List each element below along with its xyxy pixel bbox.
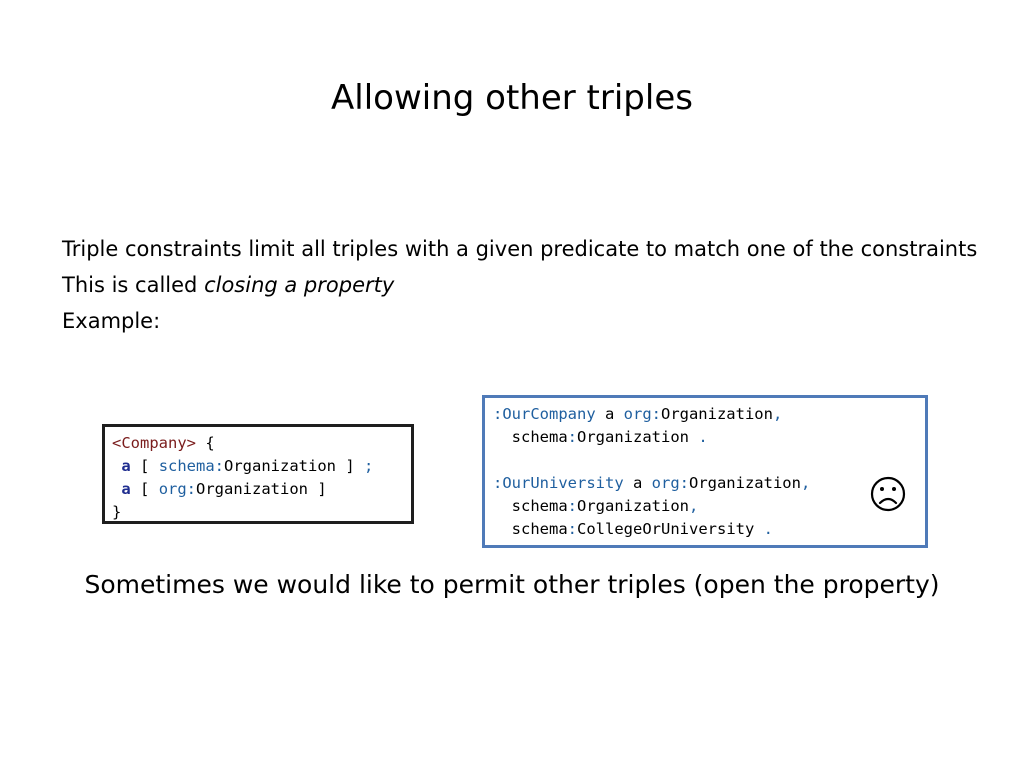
code-token: . xyxy=(689,428,708,446)
code-token: ] xyxy=(336,457,364,475)
code-prefix: : xyxy=(567,497,578,515)
bullet-list: Triple constraints limit all triples wit… xyxy=(62,236,982,344)
shape-label: <Company> xyxy=(112,434,196,452)
code-prefix: : xyxy=(567,428,578,446)
code-token: CollegeOrUniversity xyxy=(577,520,755,538)
code-keyword: a xyxy=(121,480,131,498)
code-token: a xyxy=(623,474,652,492)
code-token: . xyxy=(754,520,773,538)
code-subject: :OurCompany xyxy=(493,405,596,423)
code-token: { xyxy=(196,434,215,452)
code-prefix: org: xyxy=(158,480,197,498)
code-token: Organization xyxy=(577,497,689,515)
code-prefix: org: xyxy=(623,405,661,423)
code-token: a xyxy=(595,405,624,423)
code-token: [ xyxy=(130,457,159,475)
code-token: ; xyxy=(364,457,374,475)
code-token: schema xyxy=(511,428,568,446)
code-token: [ xyxy=(130,480,159,498)
slide-title: Allowing other triples xyxy=(331,78,693,118)
bullet-emphasis: closing a property xyxy=(204,273,395,297)
shape-code-box: <Company> { a [ schema:Organization ] ; … xyxy=(102,424,414,524)
code-subject: :OurUniversity xyxy=(493,474,624,492)
code-token: , xyxy=(772,405,783,423)
bullet-item: Triple constraints limit all triples wit… xyxy=(62,237,978,261)
code-token: schema xyxy=(511,520,568,538)
code-token: ] xyxy=(308,480,327,498)
code-token: Organization xyxy=(660,405,773,423)
bullet-item: Example: xyxy=(62,309,161,333)
code-token: schema xyxy=(511,497,568,515)
bottom-caption: Sometimes we would like to permit other … xyxy=(84,570,940,599)
code-token: , xyxy=(689,497,699,515)
bullet-item: This is called closing a property xyxy=(62,272,982,298)
code-token: , xyxy=(800,474,811,492)
code-prefix: : xyxy=(567,520,578,538)
code-keyword: a xyxy=(121,457,131,475)
data-code-box: :OurCompany a org:Organization, schema:O… xyxy=(482,395,928,548)
code-token: Organization xyxy=(577,428,689,446)
code-token: Organization xyxy=(196,480,308,498)
code-prefix: org: xyxy=(651,474,689,492)
code-token: } xyxy=(112,503,122,521)
bullet-text: This is called xyxy=(62,273,205,297)
code-prefix: schema: xyxy=(158,457,225,475)
code-token: Organization xyxy=(688,474,801,492)
sad-face-icon xyxy=(870,476,906,512)
code-token: Organization xyxy=(224,457,336,475)
